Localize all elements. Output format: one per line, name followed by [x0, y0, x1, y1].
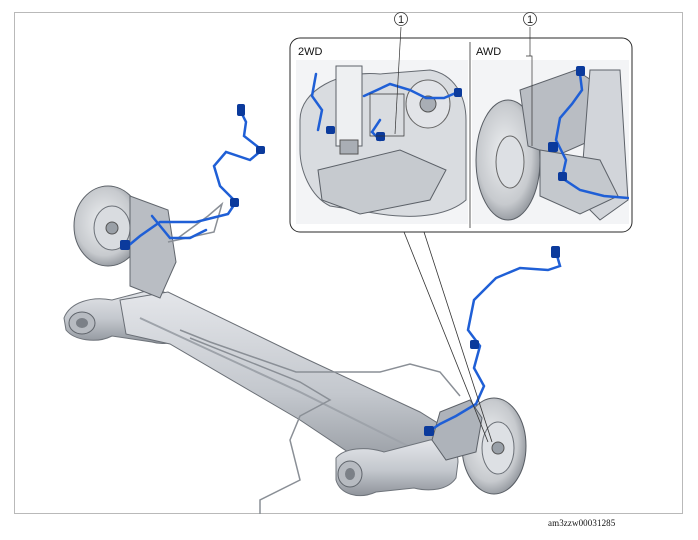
rear-axle-assembly — [63, 104, 562, 514]
brake-lines — [167, 201, 461, 514]
callout-2wd: 1 — [394, 12, 408, 135]
circled-number-icon — [394, 12, 408, 26]
svg-text:1: 1 — [527, 14, 533, 26]
detail-inset: 2WD AWD 1 1 — [289, 12, 633, 233]
figure-frame — [14, 12, 683, 514]
callout-awd: 1 — [523, 12, 537, 56]
left-sensor-connector — [237, 104, 245, 116]
svg-text:1: 1 — [398, 14, 404, 26]
inset-leader-lines — [403, 231, 493, 443]
inset-label-awd: AWD — [476, 46, 501, 58]
figure-reference-code: am3zzw00031285 — [548, 518, 616, 528]
right-sensor-connector — [551, 246, 560, 258]
left-abs-sensor-wire — [126, 108, 264, 248]
right-abs-sensor-wire — [426, 250, 562, 434]
inset-label-2wd: 2WD — [298, 46, 323, 58]
right-brake-disc — [431, 397, 527, 495]
inset-awd-illustration — [472, 55, 629, 224]
circled-number-icon — [523, 12, 537, 26]
inset-2wd-illustration — [296, 60, 468, 224]
right-trailing-arm — [335, 439, 459, 496]
